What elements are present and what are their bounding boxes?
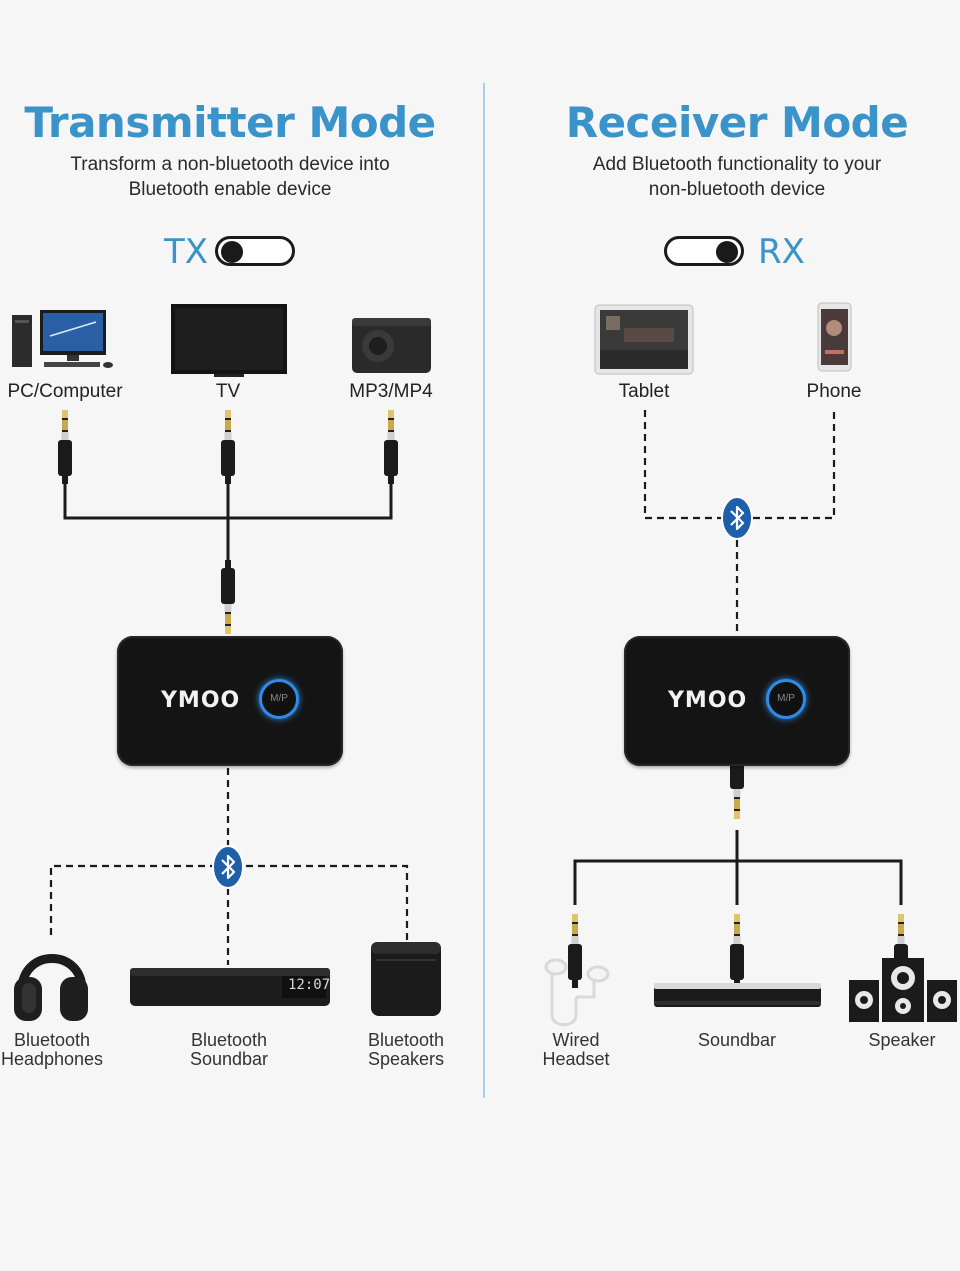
label-line1: Wired <box>552 1030 600 1050</box>
rx-toggle[interactable] <box>664 236 744 266</box>
output-label-bt-soundbar: Bluetooth Soundbar <box>170 1031 288 1069</box>
label-line1: Bluetooth <box>367 1030 445 1050</box>
output-label-wired-headset: Wired Headset <box>526 1031 626 1069</box>
soundbar-clock: 12:07 <box>288 977 331 993</box>
pc-jack-icon <box>58 410 72 484</box>
rx-bluetooth-links <box>643 410 836 632</box>
label-line2: Headset <box>542 1049 610 1069</box>
mode-divider <box>483 83 485 1098</box>
headphones-icon <box>14 954 88 1021</box>
tv-icon <box>171 304 287 377</box>
tx-input-cables <box>63 470 393 560</box>
label-line2: Soundbar <box>189 1049 269 1069</box>
speaker-system-icon <box>849 958 957 1022</box>
tx-adapter-device: YMOO M/P <box>117 636 343 766</box>
receiver-subtitle: Add Bluetooth functionality to your non-… <box>527 152 947 202</box>
mp3-jack-icon <box>384 410 398 484</box>
transmitter-title: Transmitter Mode <box>24 98 436 147</box>
bluetooth-icon <box>720 495 754 541</box>
source-label-tv: TV <box>215 381 241 402</box>
label-line1: Soundbar <box>697 1030 777 1050</box>
output-label-headphones: Bluetooth Headphones <box>0 1031 104 1069</box>
output-label-soundbar: Soundbar <box>687 1031 787 1050</box>
headset-jack-icon <box>568 914 582 988</box>
earphones-icon <box>544 958 610 1027</box>
label-line2: Headphones <box>0 1049 104 1069</box>
multi-function-button[interactable]: M/P <box>766 679 806 719</box>
output-label-bt-speakers: Bluetooth Speakers <box>350 1031 462 1069</box>
transmitter-subtitle: Transform a non-bluetooth device into Bl… <box>20 152 440 202</box>
phone-icon <box>817 302 852 372</box>
pc-icon <box>12 310 113 368</box>
tx-mode-label: TX <box>164 232 209 272</box>
label-line1: Bluetooth <box>13 1030 91 1050</box>
rx-mode-label: RX <box>758 232 805 272</box>
soundbar-icon <box>130 968 330 1006</box>
tablet-icon <box>594 304 694 375</box>
bluetooth-icon <box>211 844 245 890</box>
device-brand-logo: YMOO <box>161 688 241 713</box>
receiver-title: Receiver Mode <box>565 98 909 147</box>
multi-function-button[interactable]: M/P <box>259 679 299 719</box>
speaker-icon <box>371 942 441 1016</box>
receiver-subtitle-line1: Add Bluetooth functionality to your <box>592 154 882 175</box>
rx-output-cables <box>573 830 903 905</box>
tx-toggle[interactable] <box>215 236 295 266</box>
toggle-knob <box>221 241 243 263</box>
transmitter-subtitle-line2: Bluetooth enable device <box>128 179 332 200</box>
source-label-tablet: Tablet <box>618 381 670 402</box>
toggle-knob <box>716 241 738 263</box>
soundbar-jack-icon <box>730 914 744 988</box>
label-line1: Bluetooth <box>190 1030 268 1050</box>
tv-jack-icon <box>221 410 235 484</box>
source-label-phone: Phone <box>806 381 862 402</box>
transmitter-subtitle-line1: Transform a non-bluetooth device into <box>70 154 390 175</box>
receiver-subtitle-line2: non-bluetooth device <box>648 179 826 200</box>
source-label-mp3: MP3/MP4 <box>349 381 433 402</box>
soundbar-icon <box>654 983 821 1007</box>
rx-adapter-device: YMOO M/P <box>624 636 850 766</box>
label-line1: Speaker <box>868 1030 936 1050</box>
label-line2: Speakers <box>367 1049 445 1069</box>
device-brand-logo: YMOO <box>668 688 748 713</box>
mp3-icon <box>352 318 431 373</box>
tx-device-jack-icon <box>221 560 235 634</box>
source-label-pc: PC/Computer <box>7 381 123 402</box>
output-label-speaker: Speaker <box>852 1031 952 1050</box>
